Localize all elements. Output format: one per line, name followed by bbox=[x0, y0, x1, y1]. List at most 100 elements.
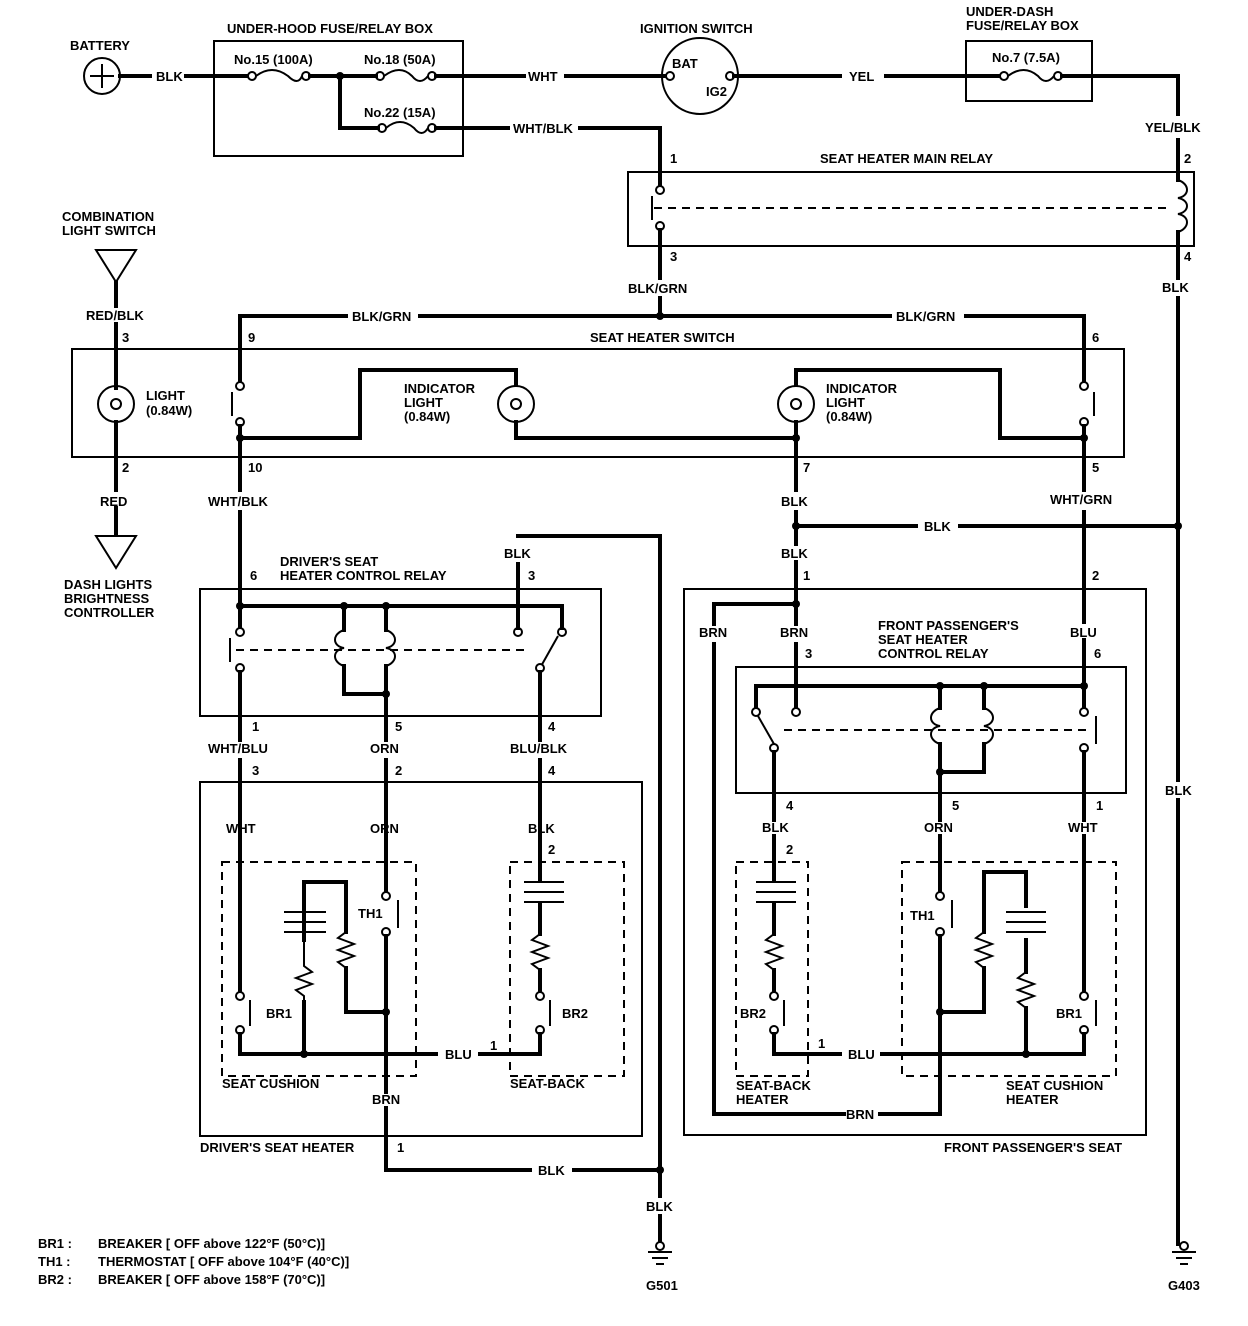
wire-label-blk-grn-main: BLK/GRN bbox=[628, 281, 687, 296]
wire-label-blk-g403-lower: BLK bbox=[1165, 783, 1192, 798]
pass-back-elements bbox=[756, 834, 1086, 1056]
legend-th1-code: TH1 : bbox=[38, 1254, 71, 1269]
pass-relay-label-3: CONTROL RELAY bbox=[878, 646, 989, 661]
driver-cushion-elements bbox=[235, 880, 438, 1094]
driver-ground-wire bbox=[384, 1106, 664, 1174]
driver-relay-pin-1: 1 bbox=[252, 719, 259, 734]
wire-label-blu-pass: BLU bbox=[1070, 625, 1097, 640]
wire-label-blk-grn-left: BLK/GRN bbox=[352, 309, 411, 324]
driver-relay-output-wires bbox=[238, 758, 542, 998]
fuse15-label: No.15 (100A) bbox=[234, 52, 313, 67]
pass-back-pin-1: 1 bbox=[818, 1036, 825, 1051]
wire-label-wht-blk-switch: WHT/BLK bbox=[208, 494, 269, 509]
battery-label: BATTERY bbox=[70, 38, 130, 53]
br1-label-driver: BR1 bbox=[266, 1006, 292, 1021]
blk-ground-bus bbox=[792, 510, 1182, 606]
fuse7-label: No.7 (7.5A) bbox=[992, 50, 1060, 65]
main-relay-pin-4: 4 bbox=[1184, 249, 1192, 264]
indicator-light-driver bbox=[497, 385, 798, 440]
front-passenger-seat bbox=[683, 588, 1147, 1136]
underdash-box-label-1: UNDER-DASH bbox=[966, 4, 1053, 19]
driver-seat-heater-label: DRIVER'S SEAT HEATER bbox=[200, 1140, 355, 1155]
seat-heater-switch bbox=[71, 348, 1125, 458]
combo-switch-symbol bbox=[94, 249, 138, 284]
pass-back-heater-label-2: HEATER bbox=[736, 1092, 789, 1107]
pass-relay-pin-3: 3 bbox=[805, 646, 812, 661]
wire-label-blk-driver-relay: BLK bbox=[504, 546, 531, 561]
wire-label-red-blk: RED/BLK bbox=[86, 308, 144, 323]
wire-label-orn-pass: ORN bbox=[924, 820, 953, 835]
indicator-light-passenger bbox=[777, 368, 1086, 492]
wire-label-orn-driver-relay: ORN bbox=[370, 741, 399, 756]
seat-heater-switch-label: SEAT HEATER SWITCH bbox=[590, 330, 735, 345]
dash-controller-label-1: DASH LIGHTS bbox=[64, 577, 152, 592]
driver-heater-pin-2-back: 2 bbox=[548, 842, 555, 857]
underdash-to-main-relay-wire bbox=[1060, 74, 1180, 170]
driver-ground-pin-1: 1 bbox=[397, 1140, 404, 1155]
pass-cushion-elements bbox=[935, 834, 1097, 1116]
wire-label-brn-pass-bottom: BRN bbox=[846, 1107, 874, 1122]
driver-seat-back-label: SEAT-BACK bbox=[510, 1076, 585, 1091]
wire-label-red: RED bbox=[100, 494, 127, 509]
dash-controller-symbol bbox=[94, 535, 138, 570]
wire-label-blu-blk: BLU/BLK bbox=[510, 741, 568, 756]
pass-seat-cushion-heater bbox=[901, 861, 1117, 1077]
driver-heater-pin-4: 4 bbox=[548, 763, 556, 778]
pass-relay-pin-1: 1 bbox=[1096, 798, 1103, 813]
wire-label-orn-driver: ORN bbox=[370, 821, 399, 836]
underdash-fuse-box bbox=[965, 40, 1093, 102]
pass-relay-pin-1: 1 bbox=[803, 568, 810, 583]
underhood-box-label: UNDER-HOOD FUSE/RELAY BOX bbox=[227, 21, 433, 36]
fuse22-label: No.22 (15A) bbox=[364, 105, 436, 120]
main-relay-contacts bbox=[651, 185, 1170, 231]
wire-label-wht-blu: WHT/BLU bbox=[208, 741, 268, 756]
wire-label-blk-g403-upper: BLK bbox=[1162, 280, 1189, 295]
driver-seat-heater bbox=[199, 781, 643, 1137]
legend-br2-desc: BREAKER [ OFF above 158°F (70°C)] bbox=[98, 1272, 325, 1287]
ground-g501 bbox=[648, 1214, 672, 1265]
driver-relay-pin-5: 5 bbox=[395, 719, 402, 734]
light-bulb bbox=[97, 385, 135, 492]
wire-label-wht: WHT bbox=[528, 69, 558, 84]
br2-label-pass: BR2 bbox=[740, 1006, 766, 1021]
driver-relay-pin-6: 6 bbox=[250, 568, 257, 583]
legend: BR1 : BREAKER [ OFF above 122°F (50°C)] … bbox=[38, 1236, 349, 1287]
driver-back-elements bbox=[478, 870, 564, 1056]
legend-br1-desc: BREAKER [ OFF above 122°F (50°C)] bbox=[98, 1236, 325, 1251]
main-relay-pin-3: 3 bbox=[670, 249, 677, 264]
indicator-driver-label-2: LIGHT bbox=[404, 395, 443, 410]
th1-label-pass: TH1 bbox=[910, 908, 935, 923]
seat-heater-main-relay bbox=[627, 171, 1195, 247]
fuse18-label: No.18 (50A) bbox=[364, 52, 436, 67]
wire-label-blu-pass-bottom: BLU bbox=[848, 1047, 875, 1062]
br2-label-driver: BR2 bbox=[562, 1006, 588, 1021]
pass-seat-pin-2: 2 bbox=[1092, 568, 1099, 583]
pass-relay-pin-6: 6 bbox=[1094, 646, 1101, 661]
driver-relay-pin-3: 3 bbox=[528, 568, 535, 583]
wire-label-blu-driver: BLU bbox=[445, 1047, 472, 1062]
th1-label-driver: TH1 bbox=[358, 906, 383, 921]
switch-pin-6: 6 bbox=[1092, 330, 1099, 345]
wire-label-brn-pass-left: BRN bbox=[699, 625, 727, 640]
front-passenger-seat-label: FRONT PASSENGER'S SEAT bbox=[944, 1140, 1122, 1155]
dash-controller-label-3: CONTROLLER bbox=[64, 605, 155, 620]
fuse7-symbol bbox=[999, 69, 1063, 82]
dash-controller-label-2: BRIGHTNESS bbox=[64, 591, 150, 606]
switch-pin-3: 3 bbox=[122, 330, 129, 345]
switch-pin-7: 7 bbox=[803, 460, 810, 475]
ignition-ig2-label: IG2 bbox=[706, 84, 727, 99]
br1-label-pass: BR1 bbox=[1056, 1006, 1082, 1021]
driver-relay-label-1: DRIVER'S SEAT bbox=[280, 554, 378, 569]
underhood-fuse-box bbox=[213, 40, 464, 157]
wire-label-wht-driver: WHT bbox=[226, 821, 256, 836]
passenger-seat-relay bbox=[735, 666, 1127, 794]
switch-pin-2: 2 bbox=[122, 460, 129, 475]
indicator-pass-label-1: INDICATOR bbox=[826, 381, 898, 396]
wire-label-blk-pass-relay: BLK bbox=[781, 546, 808, 561]
wire-label-blk-battery: BLK bbox=[156, 69, 183, 84]
wire-label-blk-driver-ground: BLK bbox=[538, 1163, 565, 1178]
wire-label-brn-pass-relay: BRN bbox=[780, 625, 808, 640]
driver-heater-pin-3: 3 bbox=[252, 763, 259, 778]
underdash-box-label-2: FUSE/RELAY BOX bbox=[966, 18, 1079, 33]
